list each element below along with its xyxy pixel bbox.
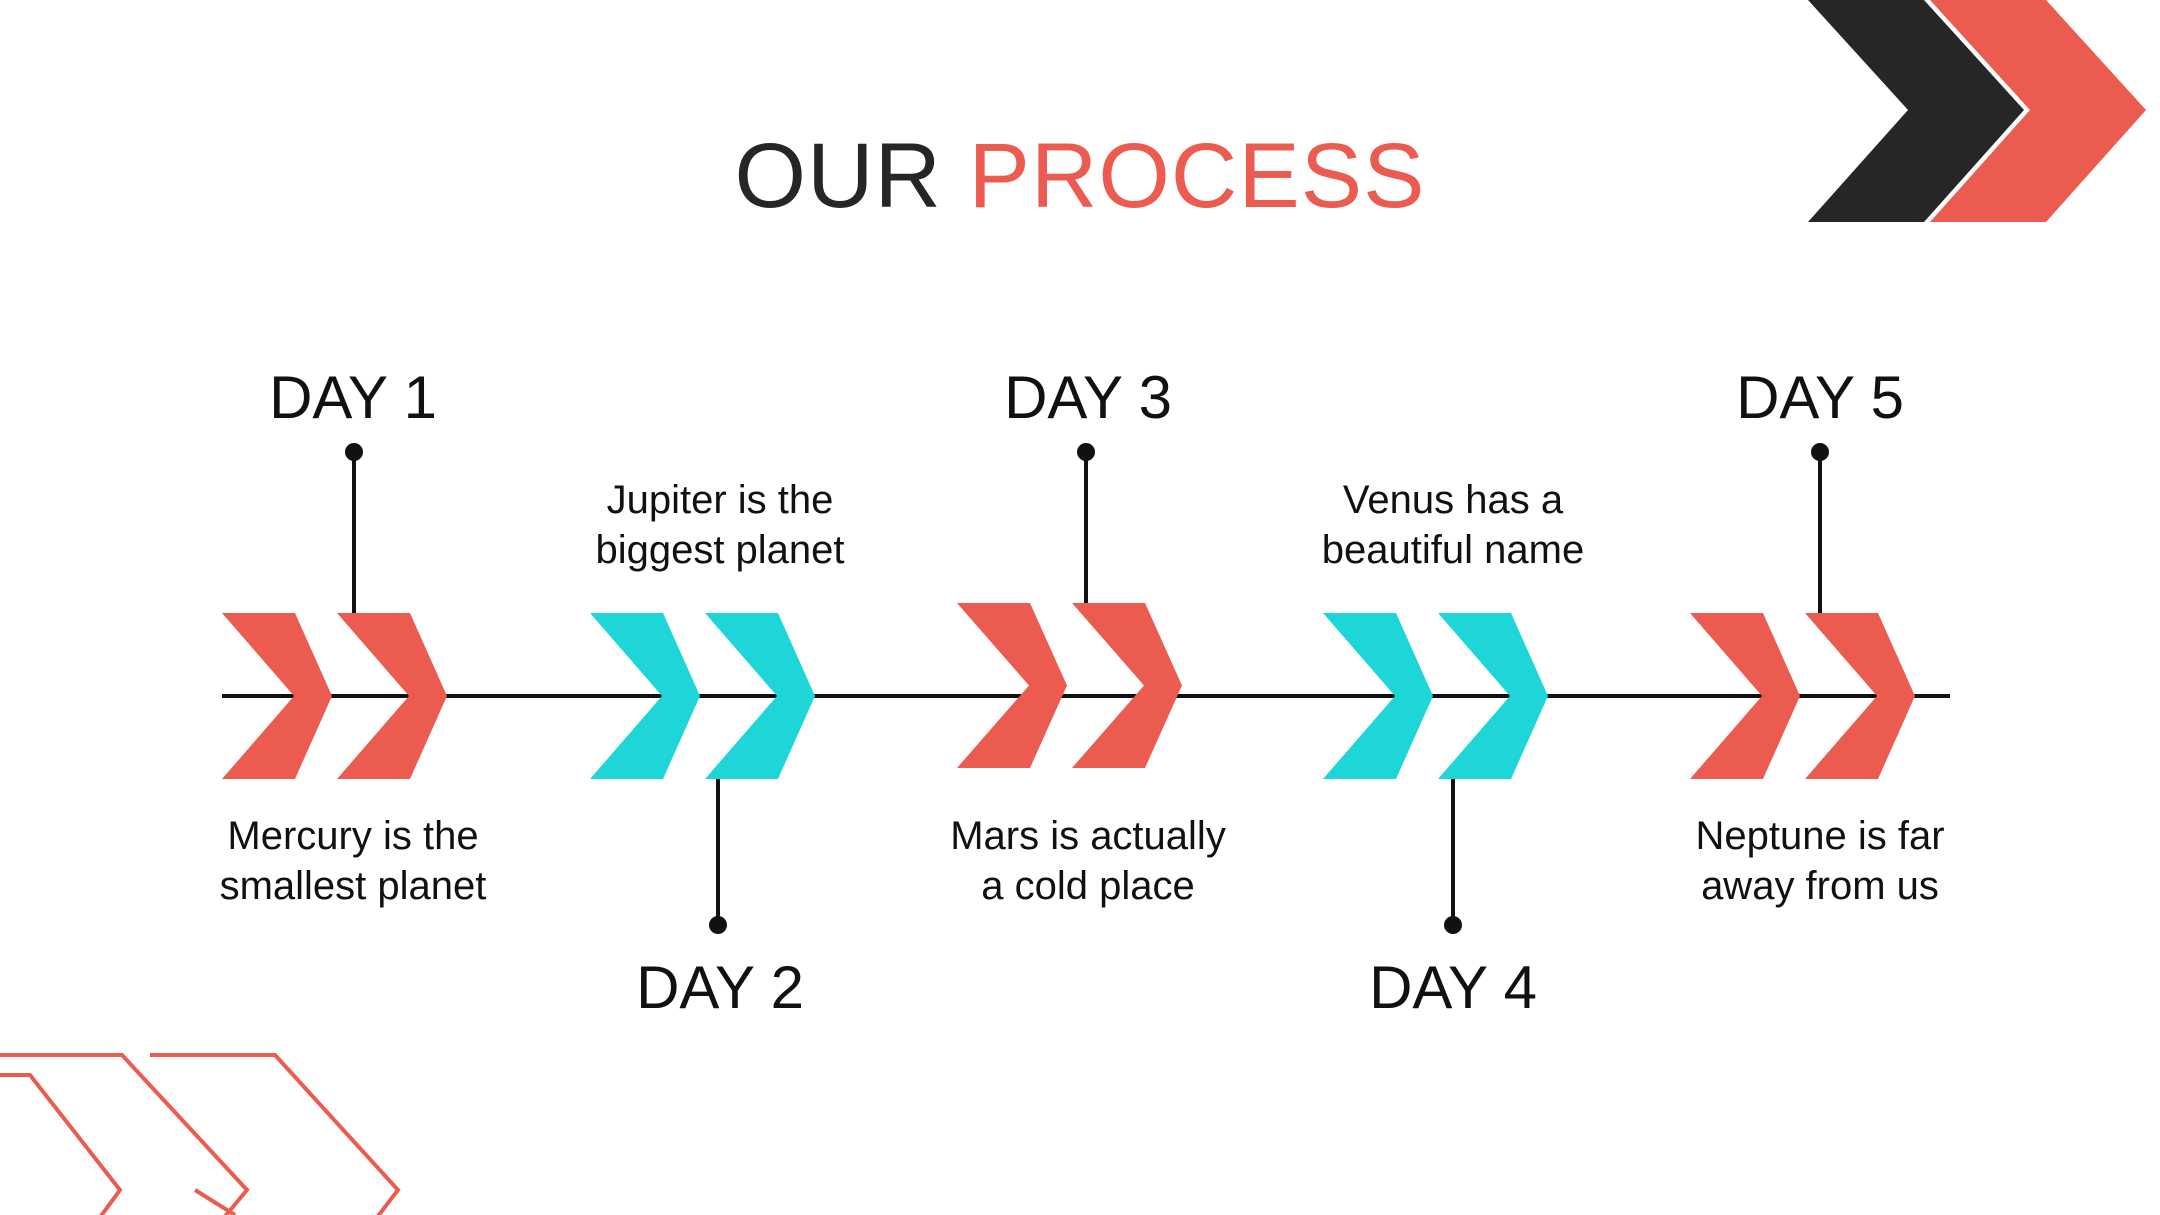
step-4-chevron-1 bbox=[1323, 613, 1433, 779]
step-2-line-2: biggest planet bbox=[595, 528, 845, 572]
step-5-chevron-2 bbox=[1805, 613, 1915, 779]
step-2-connector-dot bbox=[709, 916, 727, 934]
step-1-chevron-1 bbox=[222, 613, 332, 779]
step-4-line-1: Venus has a bbox=[1342, 478, 1564, 522]
step-3-chevron-1 bbox=[957, 603, 1067, 768]
step-1-connector-dot bbox=[345, 443, 363, 461]
step-2-line-1: Jupiter is the bbox=[606, 478, 834, 522]
day-label-3: DAY 3 bbox=[1004, 364, 1172, 431]
step-5-chevron-1 bbox=[1690, 613, 1800, 779]
step-5-line-2: away from us bbox=[1701, 864, 1939, 908]
step-1-chevron-2 bbox=[337, 613, 447, 779]
title-part-our: OUR bbox=[734, 125, 942, 227]
step-2-description: Jupiter is the biggest planet bbox=[540, 475, 900, 575]
bottom-left-outline-chevrons-icon bbox=[0, 1053, 401, 1215]
step-3-line-1: Mars is actually bbox=[950, 814, 1226, 858]
title-part-process: PROCESS bbox=[968, 125, 1426, 227]
step-3-connector-dot bbox=[1077, 443, 1095, 461]
step-5-connector-dot bbox=[1811, 443, 1829, 461]
step-2-chevron-2 bbox=[705, 613, 815, 779]
step-4-line-2: beautiful name bbox=[1321, 528, 1585, 572]
step-4-chevron-2 bbox=[1438, 613, 1548, 779]
step-2-chevron-1 bbox=[590, 613, 700, 779]
dark-chevron bbox=[1808, 0, 2024, 222]
coral-chevron bbox=[1930, 0, 2146, 222]
day-label-4: DAY 4 bbox=[1369, 954, 1537, 1021]
step-5-line-1: Neptune is far bbox=[1695, 814, 1945, 858]
step-4-connector-dot bbox=[1444, 916, 1462, 934]
page-title: OUR PROCESS bbox=[0, 130, 2160, 222]
day-label-5: DAY 5 bbox=[1736, 364, 1904, 431]
day-label-1: DAY 1 bbox=[269, 364, 437, 431]
step-1-line-2: smallest planet bbox=[219, 864, 487, 908]
day-label-2: DAY 2 bbox=[636, 954, 804, 1021]
step-3-line-2: a cold place bbox=[981, 864, 1195, 908]
step-3-chevron-2 bbox=[1072, 603, 1182, 768]
step-3-description: Mars is actually a cold place bbox=[908, 811, 1268, 911]
step-4-description: Venus has a beautiful name bbox=[1273, 475, 1633, 575]
step-1-description: Mercury is the smallest planet bbox=[173, 811, 533, 911]
step-5-description: Neptune is far away from us bbox=[1640, 811, 2000, 911]
step-1-line-1: Mercury is the bbox=[227, 814, 479, 858]
